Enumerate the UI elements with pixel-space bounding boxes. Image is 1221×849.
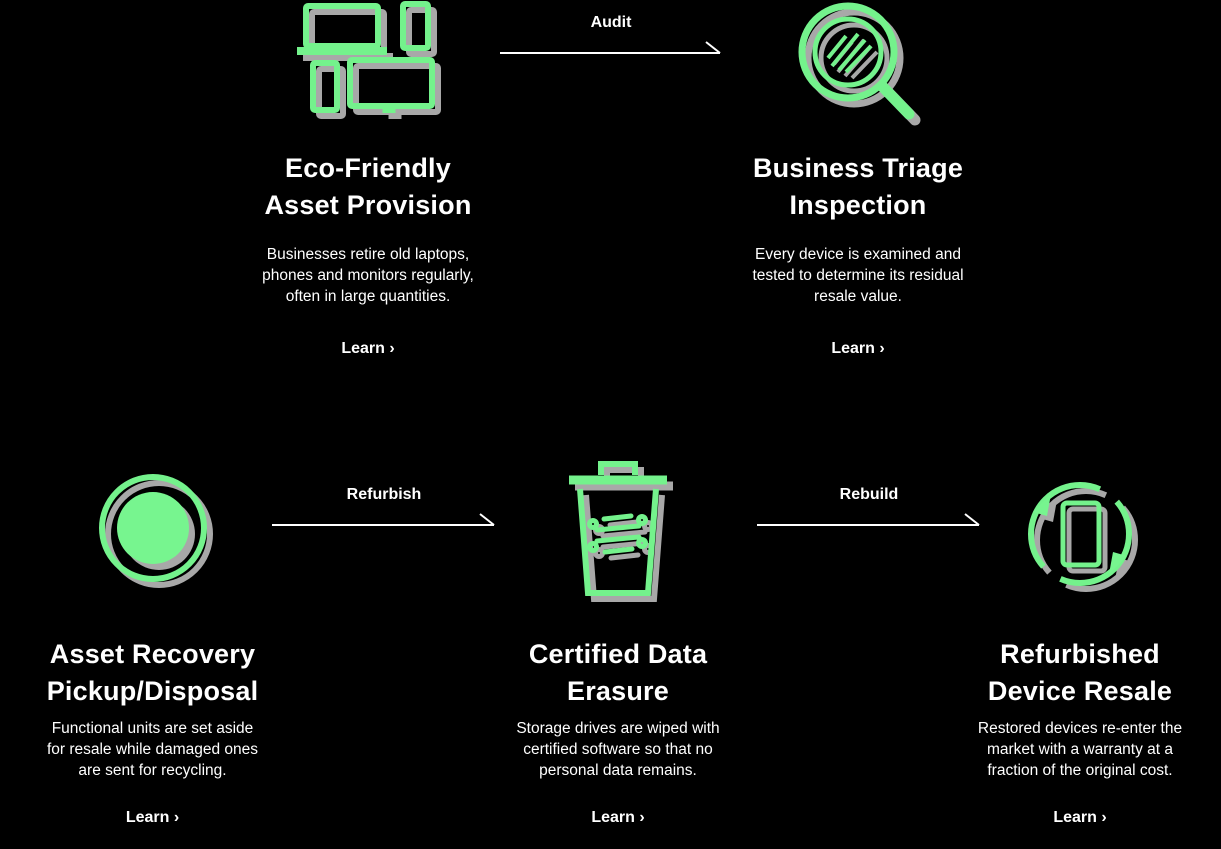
node-description-line: market with a warranty at a	[986, 741, 1174, 758]
node-title: Business Triage Inspection	[688, 150, 1028, 224]
node-description: Functional units are set aside for resal…	[0, 718, 305, 781]
recycle-phone-icon	[935, 470, 1221, 636]
arrow-line-icon	[500, 41, 721, 54]
node-description-line: resale value.	[814, 288, 902, 305]
node-title: Asset Recovery Pickup/Disposal	[0, 636, 305, 710]
arrow-label: Rebuild	[839, 486, 899, 503]
node-description-line: Functional units are set aside	[51, 720, 254, 737]
node-description-line: are sent for recycling.	[78, 762, 227, 779]
node-title-line1: Certified Data	[528, 639, 708, 669]
node-description: Every device is examined and tested to d…	[688, 244, 1028, 307]
node-title: Refurbished Device Resale	[935, 636, 1221, 710]
node-title-line2: Erasure	[567, 676, 669, 706]
node-description: Restored devices re-enter the market wit…	[935, 718, 1221, 781]
learn-link[interactable]: Learn ›	[831, 340, 885, 357]
learn-link[interactable]: Learn ›	[591, 809, 645, 826]
node-title: Eco-Friendly Asset Provision	[198, 150, 538, 224]
node-title-line1: Business Triage	[752, 153, 964, 183]
node-description: Businesses retire old laptops, phones an…	[198, 244, 538, 307]
arrow-label: Refurbish	[346, 486, 422, 503]
devices-icon	[198, 0, 538, 150]
learn-link[interactable]: Learn ›	[1053, 809, 1107, 826]
node-description-line: Restored devices re-enter the	[977, 720, 1183, 737]
node-title-line2: Pickup/Disposal	[46, 676, 259, 706]
node-triage-inspection: Business Triage Inspection Every device …	[688, 0, 1028, 358]
learn-link[interactable]: Learn ›	[125, 809, 180, 826]
node-title-line2: Device Resale	[987, 676, 1173, 706]
arrow-audit: Audit	[500, 12, 722, 56]
node-description-line: fraction of the original cost.	[987, 762, 1173, 779]
magnifier-icon	[688, 0, 1028, 150]
node-data-erasure: Certified Data Erasure Storage drives ar…	[468, 460, 768, 827]
arrow-line-icon	[272, 513, 495, 526]
arrow-refurbish: Refurbish	[272, 484, 496, 528]
node-title-line1: Asset Recovery	[49, 639, 256, 669]
learn-link[interactable]: Learn ›	[341, 340, 395, 357]
node-description-line: personal data remains.	[539, 762, 697, 779]
node-description-line: certified software so that no	[523, 741, 713, 758]
node-description-line: Businesses retire old laptops,	[266, 246, 470, 263]
node-title-line2: Asset Provision	[264, 190, 472, 220]
node-description-line: for resale while damaged ones	[46, 741, 259, 758]
node-asset-provision: Eco-Friendly Asset Provision Businesses …	[198, 0, 538, 358]
node-description-line: often in large quantities.	[285, 288, 451, 305]
arrow-label: Audit	[590, 14, 632, 31]
trash-icon	[468, 460, 768, 636]
dot-icon	[0, 468, 305, 636]
node-description-line: tested to determine its residual	[752, 267, 964, 284]
node-title-line1: Refurbished	[1000, 639, 1160, 669]
node-asset-recovery: Asset Recovery Pickup/Disposal Functiona…	[0, 468, 305, 827]
node-description-line: phones and monitors regularly,	[262, 267, 474, 284]
node-description: Storage drives are wiped with certified …	[468, 718, 768, 781]
node-title-line2: Inspection	[789, 190, 927, 220]
arrow-line-icon	[757, 513, 980, 526]
node-device-resale: Refurbished Device Resale Restored devic…	[935, 470, 1221, 827]
node-title: Certified Data Erasure	[468, 636, 768, 710]
node-description-line: Every device is examined and	[755, 246, 961, 263]
arrow-rebuild: Rebuild	[757, 484, 981, 528]
node-title-line1: Eco-Friendly	[285, 153, 451, 183]
node-description-line: Storage drives are wiped with	[516, 720, 720, 737]
